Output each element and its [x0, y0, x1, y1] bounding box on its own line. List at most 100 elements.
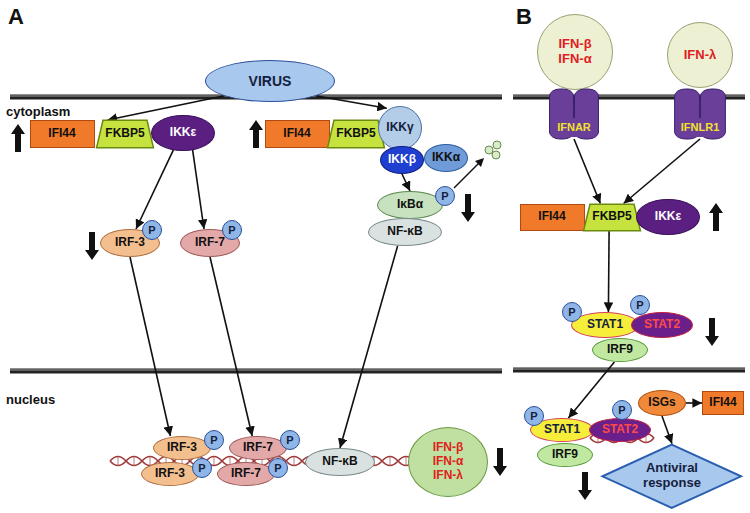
- protein-ellipse: STAT2: [589, 418, 651, 442]
- node-text: NF-κB: [387, 225, 422, 239]
- cytokine-circle: IFN-βIFN-α: [537, 14, 613, 90]
- node-text: IFNLR1: [681, 121, 720, 134]
- phospho-circle: P: [612, 400, 633, 421]
- protein-ellipse: IRF-7: [217, 462, 275, 486]
- node-text: IRF-7: [231, 467, 261, 481]
- kinase-ellipse: IKKε: [151, 115, 215, 151]
- protein-trapezoid: FKBP5: [327, 120, 385, 148]
- node-text: IFN-λ: [684, 48, 717, 63]
- membrane: [10, 96, 745, 371]
- node-text: IRF-3: [155, 467, 185, 481]
- kinase-circle: IKKγ: [378, 106, 422, 150]
- protein-ellipse: IκBα: [377, 191, 443, 219]
- protein-trapezoid: FKBP5: [96, 120, 154, 148]
- kinase-ellipse: IKKε: [636, 199, 700, 235]
- node-text: STAT2: [644, 318, 680, 332]
- protein-box: IFI44: [520, 204, 585, 231]
- node-text: STAT2: [602, 423, 638, 437]
- node-text: IKKα: [432, 151, 460, 165]
- node-text: IFI44: [283, 127, 310, 141]
- kinase-ellipse: IKKβ: [380, 146, 424, 174]
- node-text: IFN-α: [558, 52, 591, 67]
- panel-letter: B: [516, 4, 532, 30]
- arrow-connector: [574, 139, 600, 204]
- phospho-circle: P: [435, 186, 456, 207]
- node-text: VIRUS: [249, 73, 292, 89]
- arrow-connector: [193, 150, 204, 229]
- node-text: P: [198, 462, 205, 475]
- node-text: FKBP5: [336, 127, 375, 141]
- arrow-connector: [662, 416, 672, 444]
- node-text: P: [441, 190, 448, 203]
- node-text: IKKε: [170, 126, 196, 140]
- node-text: IRF-7: [195, 236, 225, 250]
- node-text: P: [228, 224, 235, 237]
- gene-ellipse: ISGs: [638, 390, 686, 416]
- node-text: IRF9: [607, 343, 633, 357]
- protein-ellipse: IRF-7: [229, 436, 287, 460]
- panel-letter: A: [8, 4, 24, 30]
- phospho-circle: P: [142, 220, 163, 241]
- node-text: IRF9: [552, 448, 578, 462]
- response-diamond: Antiviral response: [601, 444, 743, 509]
- protein-ellipse: IRF9: [537, 443, 593, 467]
- cytokine-circle: IFN-λ: [667, 22, 733, 88]
- receptor: IFNAR: [548, 89, 600, 139]
- arrow-connector: [340, 246, 398, 448]
- node-text: IKKε: [655, 210, 681, 224]
- node-text: P: [568, 306, 575, 319]
- protein-box: IFI44: [30, 120, 95, 148]
- phospho-circle: P: [268, 458, 289, 479]
- node-text: IKKγ: [386, 121, 413, 135]
- arrow-connector: [130, 257, 170, 436]
- phospho-circle: P: [192, 458, 213, 479]
- arrow-connector: [686, 402, 702, 404]
- node-text: ISGs: [648, 396, 675, 410]
- node-text: IRF-3: [115, 236, 145, 250]
- arrow-connector: [108, 96, 225, 120]
- node-text: IKKβ: [388, 153, 416, 167]
- node-text: STAT1: [587, 318, 623, 332]
- node-text: P: [636, 299, 643, 312]
- node-text: P: [148, 224, 155, 237]
- arrow-connector: [608, 231, 610, 313]
- node-text: P: [274, 462, 281, 475]
- region-label: nucleus: [6, 392, 55, 407]
- node-text: IFN-λ: [433, 469, 463, 483]
- region-label: cytoplasm: [6, 104, 70, 119]
- protein-ellipse: IRF-3: [153, 436, 211, 460]
- node-text: IRF-7: [243, 441, 273, 455]
- arrow-connector: [136, 150, 173, 229]
- protein-box: IFI44: [702, 391, 744, 415]
- protein-ellipse: NF-κB: [305, 448, 375, 476]
- phospho-circle: P: [222, 220, 243, 241]
- phospho-circle: P: [280, 430, 301, 451]
- virus-ellipse: VIRUS: [205, 60, 335, 102]
- node-text: FKBP5: [105, 127, 144, 141]
- node-text: P: [530, 410, 537, 423]
- node-text: STAT1: [544, 423, 580, 437]
- node-text: P: [618, 404, 625, 417]
- receptor: IFNLR1: [673, 89, 727, 139]
- node-text: IFI44: [709, 396, 736, 410]
- arrow-connector: [210, 257, 252, 436]
- node-text: IFN-β: [558, 37, 591, 52]
- node-text: P: [286, 434, 293, 447]
- protein-trapezoid: FKBP5: [583, 204, 641, 231]
- arrow-connector: [568, 362, 614, 418]
- node-text: IFNAR: [557, 121, 591, 134]
- node-text: IFI44: [538, 210, 565, 224]
- protein-ellipse: STAT2: [631, 312, 693, 338]
- protein-box: IFI44: [265, 120, 330, 148]
- kinase-ellipse: IKKα: [424, 144, 468, 172]
- node-text: IκBα: [397, 198, 423, 212]
- protein-ellipse: NF-κB: [368, 218, 442, 246]
- node-text: NF-κB: [322, 455, 357, 469]
- arrow-connector: [316, 96, 387, 109]
- node-text: IFN-β: [433, 441, 464, 455]
- node-text: IRF-3: [167, 441, 197, 455]
- arrow-connector: [402, 174, 410, 191]
- node-text: IFI44: [48, 127, 75, 141]
- node-text: P: [210, 434, 217, 447]
